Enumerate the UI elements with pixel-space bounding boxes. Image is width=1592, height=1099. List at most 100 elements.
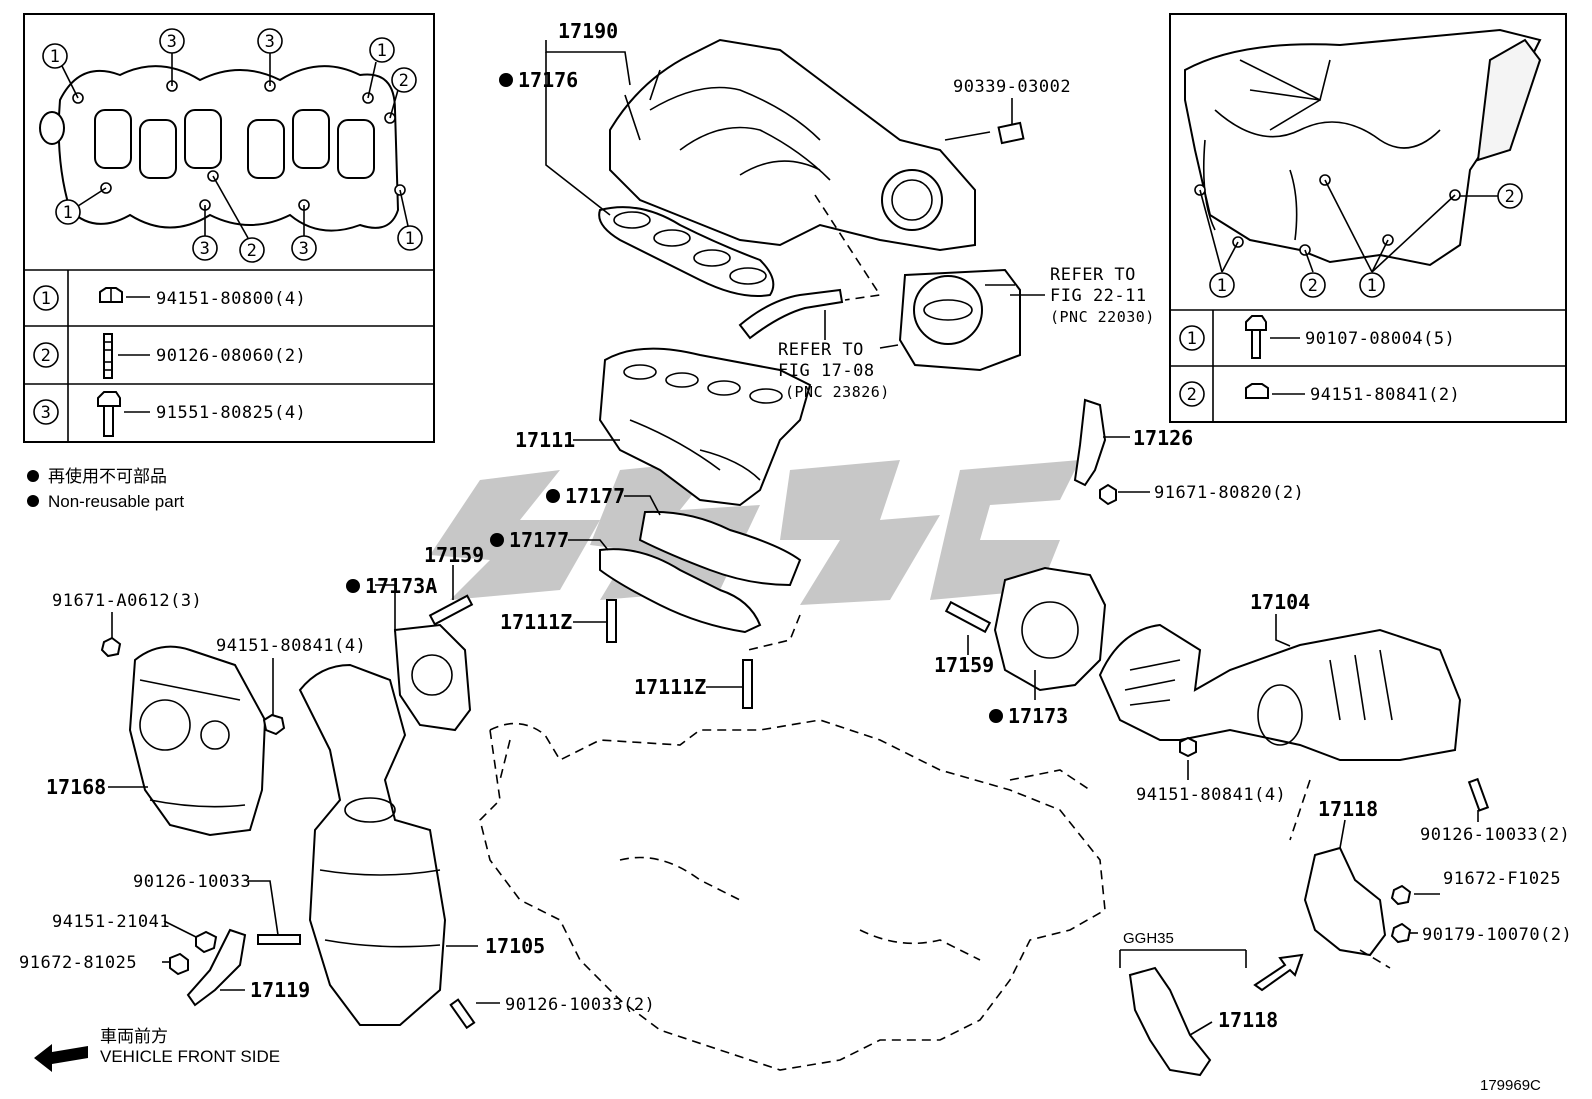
ref-fig-17-08-l2[interactable]: FIG 17-08 bbox=[778, 361, 875, 381]
legend-part-94151-80800[interactable]: 94151-80800(4) bbox=[156, 289, 306, 309]
label-17119[interactable]: 17119 bbox=[250, 978, 310, 1002]
legend-part-91551-80825[interactable]: 91551-80825(4) bbox=[156, 403, 306, 423]
legend-part-94151-80841[interactable]: 94151-80841(2) bbox=[1310, 385, 1460, 405]
stud-17111Z-b[interactable] bbox=[742, 659, 753, 709]
flange-bolt-icon bbox=[97, 391, 121, 437]
nut-90179-10070[interactable] bbox=[1390, 922, 1412, 944]
throttle-body[interactable] bbox=[879, 268, 1021, 372]
label-17111Z-b[interactable]: 17111Z bbox=[634, 675, 706, 699]
gasket-17177-a[interactable] bbox=[638, 510, 802, 587]
note-en: Non-reusable part bbox=[48, 492, 184, 511]
ref-fig-22-11-l3[interactable]: (PNC 22030) bbox=[1050, 308, 1155, 326]
callout-2: 2 bbox=[1308, 276, 1319, 296]
label-17173A[interactable]: 17173A bbox=[365, 574, 437, 598]
engine-outline bbox=[479, 719, 1106, 1071]
callout-3: 3 bbox=[265, 32, 276, 52]
bolt-91671-80820[interactable] bbox=[1099, 483, 1117, 506]
intake-manifold-upper[interactable] bbox=[609, 38, 976, 252]
stud-17159-right[interactable] bbox=[944, 600, 992, 634]
label-17126[interactable]: 17126 bbox=[1133, 426, 1193, 450]
label-90126-10033-right[interactable]: 90126-10033(2) bbox=[1420, 825, 1570, 845]
legend-part-90126-08060[interactable]: 90126-08060(2) bbox=[156, 346, 306, 366]
stud-17111Z-a[interactable] bbox=[606, 599, 617, 643]
stud-90126-10033-bottom[interactable] bbox=[449, 998, 476, 1030]
intake-gasket-drawing bbox=[39, 65, 406, 232]
bracket-17118-upper[interactable] bbox=[1303, 846, 1387, 957]
stud-90126-10033-left[interactable] bbox=[257, 934, 301, 945]
exhaust-manifold-17104[interactable] bbox=[1098, 623, 1462, 761]
stud-17159-left[interactable] bbox=[428, 594, 474, 626]
label-17111Z-a[interactable]: 17111Z bbox=[500, 610, 572, 634]
model-code-ggh35: GGH35 bbox=[1123, 930, 1174, 947]
label-17190[interactable]: 17190 bbox=[558, 19, 618, 43]
bracket-17119[interactable] bbox=[186, 928, 247, 1007]
label-90126-10033-bottom[interactable]: 90126-10033(2) bbox=[505, 995, 655, 1015]
nonreusable-note: 再使用不可部品 Non-reusable part bbox=[27, 466, 184, 511]
label-94151-80841-left[interactable]: 94151-80841(4) bbox=[216, 636, 366, 656]
label-94151-80841-right[interactable]: 94151-80841(4) bbox=[1136, 785, 1286, 805]
intake-manifold-top-drawing bbox=[1184, 28, 1542, 267]
ref-fig-17-08-l3[interactable]: (PNC 23826) bbox=[785, 383, 890, 401]
legend-key-1: 1 bbox=[41, 289, 52, 309]
bolt-91672-F1025[interactable] bbox=[1390, 884, 1412, 906]
label-17118-upper[interactable]: 17118 bbox=[1318, 797, 1378, 821]
bracket-17118-lower[interactable] bbox=[1128, 966, 1212, 1077]
legend-part-90107-08004[interactable]: 90107-08004(5) bbox=[1305, 329, 1455, 349]
flange-bolt-icon bbox=[1245, 315, 1267, 359]
label-91672-81025[interactable]: 91672-81025 bbox=[19, 953, 137, 973]
label-17104[interactable]: 17104 bbox=[1250, 590, 1310, 614]
heat-insulator-17168[interactable] bbox=[128, 645, 267, 837]
dash-throttle bbox=[814, 194, 882, 301]
flange-nut-icon bbox=[99, 287, 123, 303]
label-94151-21041[interactable]: 94151-21041 bbox=[52, 912, 170, 932]
front-side-jp: 車両前方 bbox=[100, 1027, 168, 1046]
callout-2: 2 bbox=[247, 241, 258, 261]
gasket-17177-b[interactable] bbox=[599, 548, 762, 634]
gasket-17173A[interactable] bbox=[393, 623, 472, 732]
nut-94151-21041[interactable] bbox=[195, 930, 218, 954]
legend-key-2: 2 bbox=[41, 346, 52, 366]
exhaust-manifold-17105[interactable] bbox=[298, 663, 447, 1026]
legend-key-3: 3 bbox=[41, 403, 52, 423]
label-17111[interactable]: 17111 bbox=[515, 428, 575, 452]
direction-arrow-icon bbox=[1253, 953, 1304, 992]
label-17177-b[interactable]: 17177 bbox=[509, 528, 569, 552]
nut-94151-80841-right[interactable] bbox=[1179, 736, 1197, 758]
gasket-17173[interactable] bbox=[993, 566, 1107, 692]
label-17118-lower[interactable]: 17118 bbox=[1218, 1008, 1278, 1032]
label-17105[interactable]: 17105 bbox=[485, 934, 545, 958]
bolt-91672-81025[interactable] bbox=[169, 952, 189, 976]
ref-fig-22-11-l2[interactable]: FIG 22-11 bbox=[1050, 286, 1147, 306]
label-91672-F1025[interactable]: 91672-F1025 bbox=[1443, 869, 1561, 889]
ref-fig-22-11-l1[interactable]: REFER TO bbox=[1050, 265, 1136, 285]
intake-manifold-lower[interactable] bbox=[598, 347, 812, 507]
label-91671-80820[interactable]: 91671-80820(2) bbox=[1154, 483, 1304, 503]
stud-90339-03002[interactable] bbox=[997, 121, 1025, 145]
label-90339-03002[interactable]: 90339-03002 bbox=[953, 77, 1071, 97]
label-17159-left[interactable]: 17159 bbox=[424, 543, 484, 567]
leader-lines bbox=[108, 40, 1479, 1036]
stud-90126-10033-right[interactable] bbox=[1467, 777, 1490, 812]
ref-fig-17-08-l1[interactable]: REFER TO bbox=[778, 340, 864, 360]
part-labels: 17190 17176 90339-03002 REFER TO FIG 17-… bbox=[19, 19, 1572, 1094]
label-91671-A0612[interactable]: 91671-A0612(3) bbox=[52, 591, 202, 611]
callout-1: 1 bbox=[1217, 276, 1228, 296]
flange-nut-icon bbox=[1245, 383, 1269, 399]
label-17176[interactable]: 17176 bbox=[518, 68, 578, 92]
callout-2: 2 bbox=[1505, 187, 1516, 207]
label-90126-10033-left[interactable]: 90126-10033 bbox=[133, 872, 251, 892]
bracket-17126[interactable] bbox=[1073, 398, 1107, 487]
callout-3: 3 bbox=[299, 239, 310, 259]
gasket-17176[interactable] bbox=[598, 206, 775, 297]
legend-key-1: 1 bbox=[1187, 329, 1198, 349]
label-17177-a[interactable]: 17177 bbox=[565, 484, 625, 508]
hose[interactable] bbox=[738, 288, 844, 340]
callout-1: 1 bbox=[63, 203, 74, 223]
label-90179-10070[interactable]: 90179-10070(2) bbox=[1422, 925, 1572, 945]
bolt-91671-A0612[interactable] bbox=[100, 636, 122, 658]
label-17159-right[interactable]: 17159 bbox=[934, 653, 994, 677]
label-17168[interactable]: 17168 bbox=[46, 775, 106, 799]
label-17173[interactable]: 17173 bbox=[1008, 704, 1068, 728]
nut-94151-80841-left[interactable] bbox=[262, 713, 286, 736]
callout-1: 1 bbox=[377, 41, 388, 61]
